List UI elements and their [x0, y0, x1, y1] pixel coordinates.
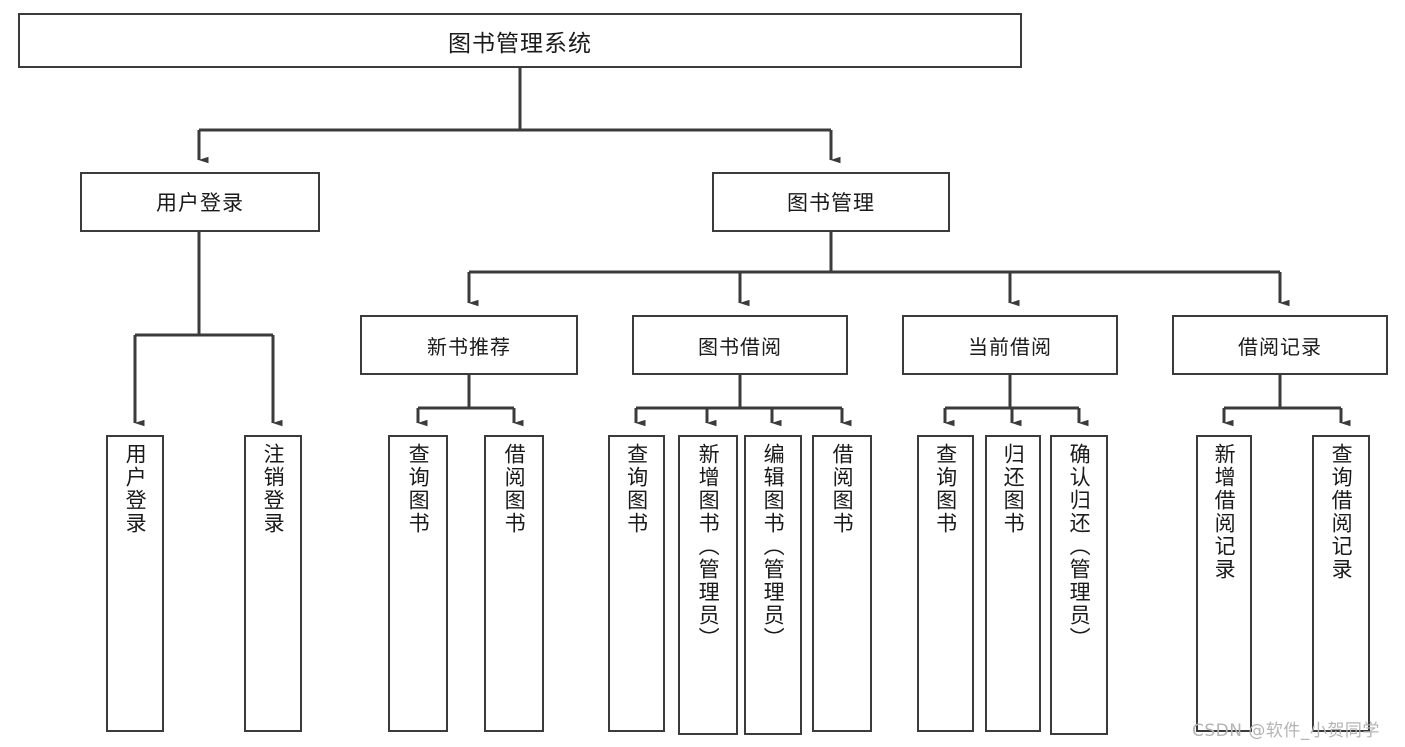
csdn-watermark: CSDN @软件_小贺同学	[1192, 721, 1380, 741]
leaf-label: 借阅图书	[502, 443, 527, 535]
node-book-management[interactable]: 图书管理	[712, 172, 950, 232]
leaf-new-book-query[interactable]: 查询图书	[388, 435, 448, 732]
leaf-book-borrow-edit[interactable]: 编辑图书（管理员）	[744, 435, 802, 735]
leaf-label: 注销登录	[261, 443, 286, 535]
leaf-user-login-signin[interactable]: 用户登录	[106, 435, 164, 732]
leaf-current-borrow-confirm-return[interactable]: 确认归还（管理员）	[1050, 435, 1108, 735]
leaf-label: 查询借阅记录	[1329, 443, 1354, 581]
node-current-borrow-label: 当前借阅	[968, 334, 1052, 359]
leaf-label: 用户登录	[123, 443, 148, 535]
node-current-borrow[interactable]: 当前借阅	[902, 315, 1118, 375]
leaf-user-login-signout[interactable]: 注销登录	[244, 435, 302, 732]
leaf-label: 新增借阅记录	[1212, 443, 1237, 581]
leaf-new-book-borrow[interactable]: 借阅图书	[484, 435, 544, 732]
leaf-label: 查询图书	[406, 443, 431, 535]
leaf-borrow-record-query[interactable]: 查询借阅记录	[1312, 435, 1370, 732]
leaf-current-borrow-return[interactable]: 归还图书	[985, 435, 1041, 732]
node-book-borrow-label: 图书借阅	[698, 334, 782, 359]
node-new-book-recommend[interactable]: 新书推荐	[360, 315, 578, 375]
leaf-label: 查询图书	[624, 443, 649, 535]
leaf-label: 编辑图书（管理员）	[761, 443, 786, 650]
node-user-login-label: 用户登录	[156, 191, 244, 215]
leaf-label: 查询图书	[933, 443, 958, 535]
leaf-label: 归还图书	[1001, 443, 1026, 535]
leaf-book-borrow-query[interactable]: 查询图书	[608, 435, 665, 732]
node-user-login[interactable]: 用户登录	[80, 172, 320, 232]
leaf-label: 借阅图书	[830, 443, 855, 535]
leaf-label: 新增图书（管理员）	[696, 443, 721, 650]
leaf-book-borrow-lend[interactable]: 借阅图书	[812, 435, 872, 732]
leaf-borrow-record-add[interactable]: 新增借阅记录	[1196, 435, 1252, 732]
node-borrow-record[interactable]: 借阅记录	[1172, 315, 1388, 375]
leaf-book-borrow-add[interactable]: 新增图书（管理员）	[678, 435, 738, 735]
node-book-borrow[interactable]: 图书借阅	[632, 315, 848, 375]
node-root[interactable]: 图书管理系统	[18, 13, 1022, 68]
node-book-management-label: 图书管理	[787, 191, 875, 215]
node-borrow-record-label: 借阅记录	[1238, 334, 1322, 359]
leaf-current-borrow-query[interactable]: 查询图书	[917, 435, 974, 732]
leaf-label: 确认归还（管理员）	[1067, 443, 1092, 650]
node-root-label: 图书管理系统	[448, 30, 592, 57]
node-new-book-recommend-label: 新书推荐	[427, 334, 511, 359]
